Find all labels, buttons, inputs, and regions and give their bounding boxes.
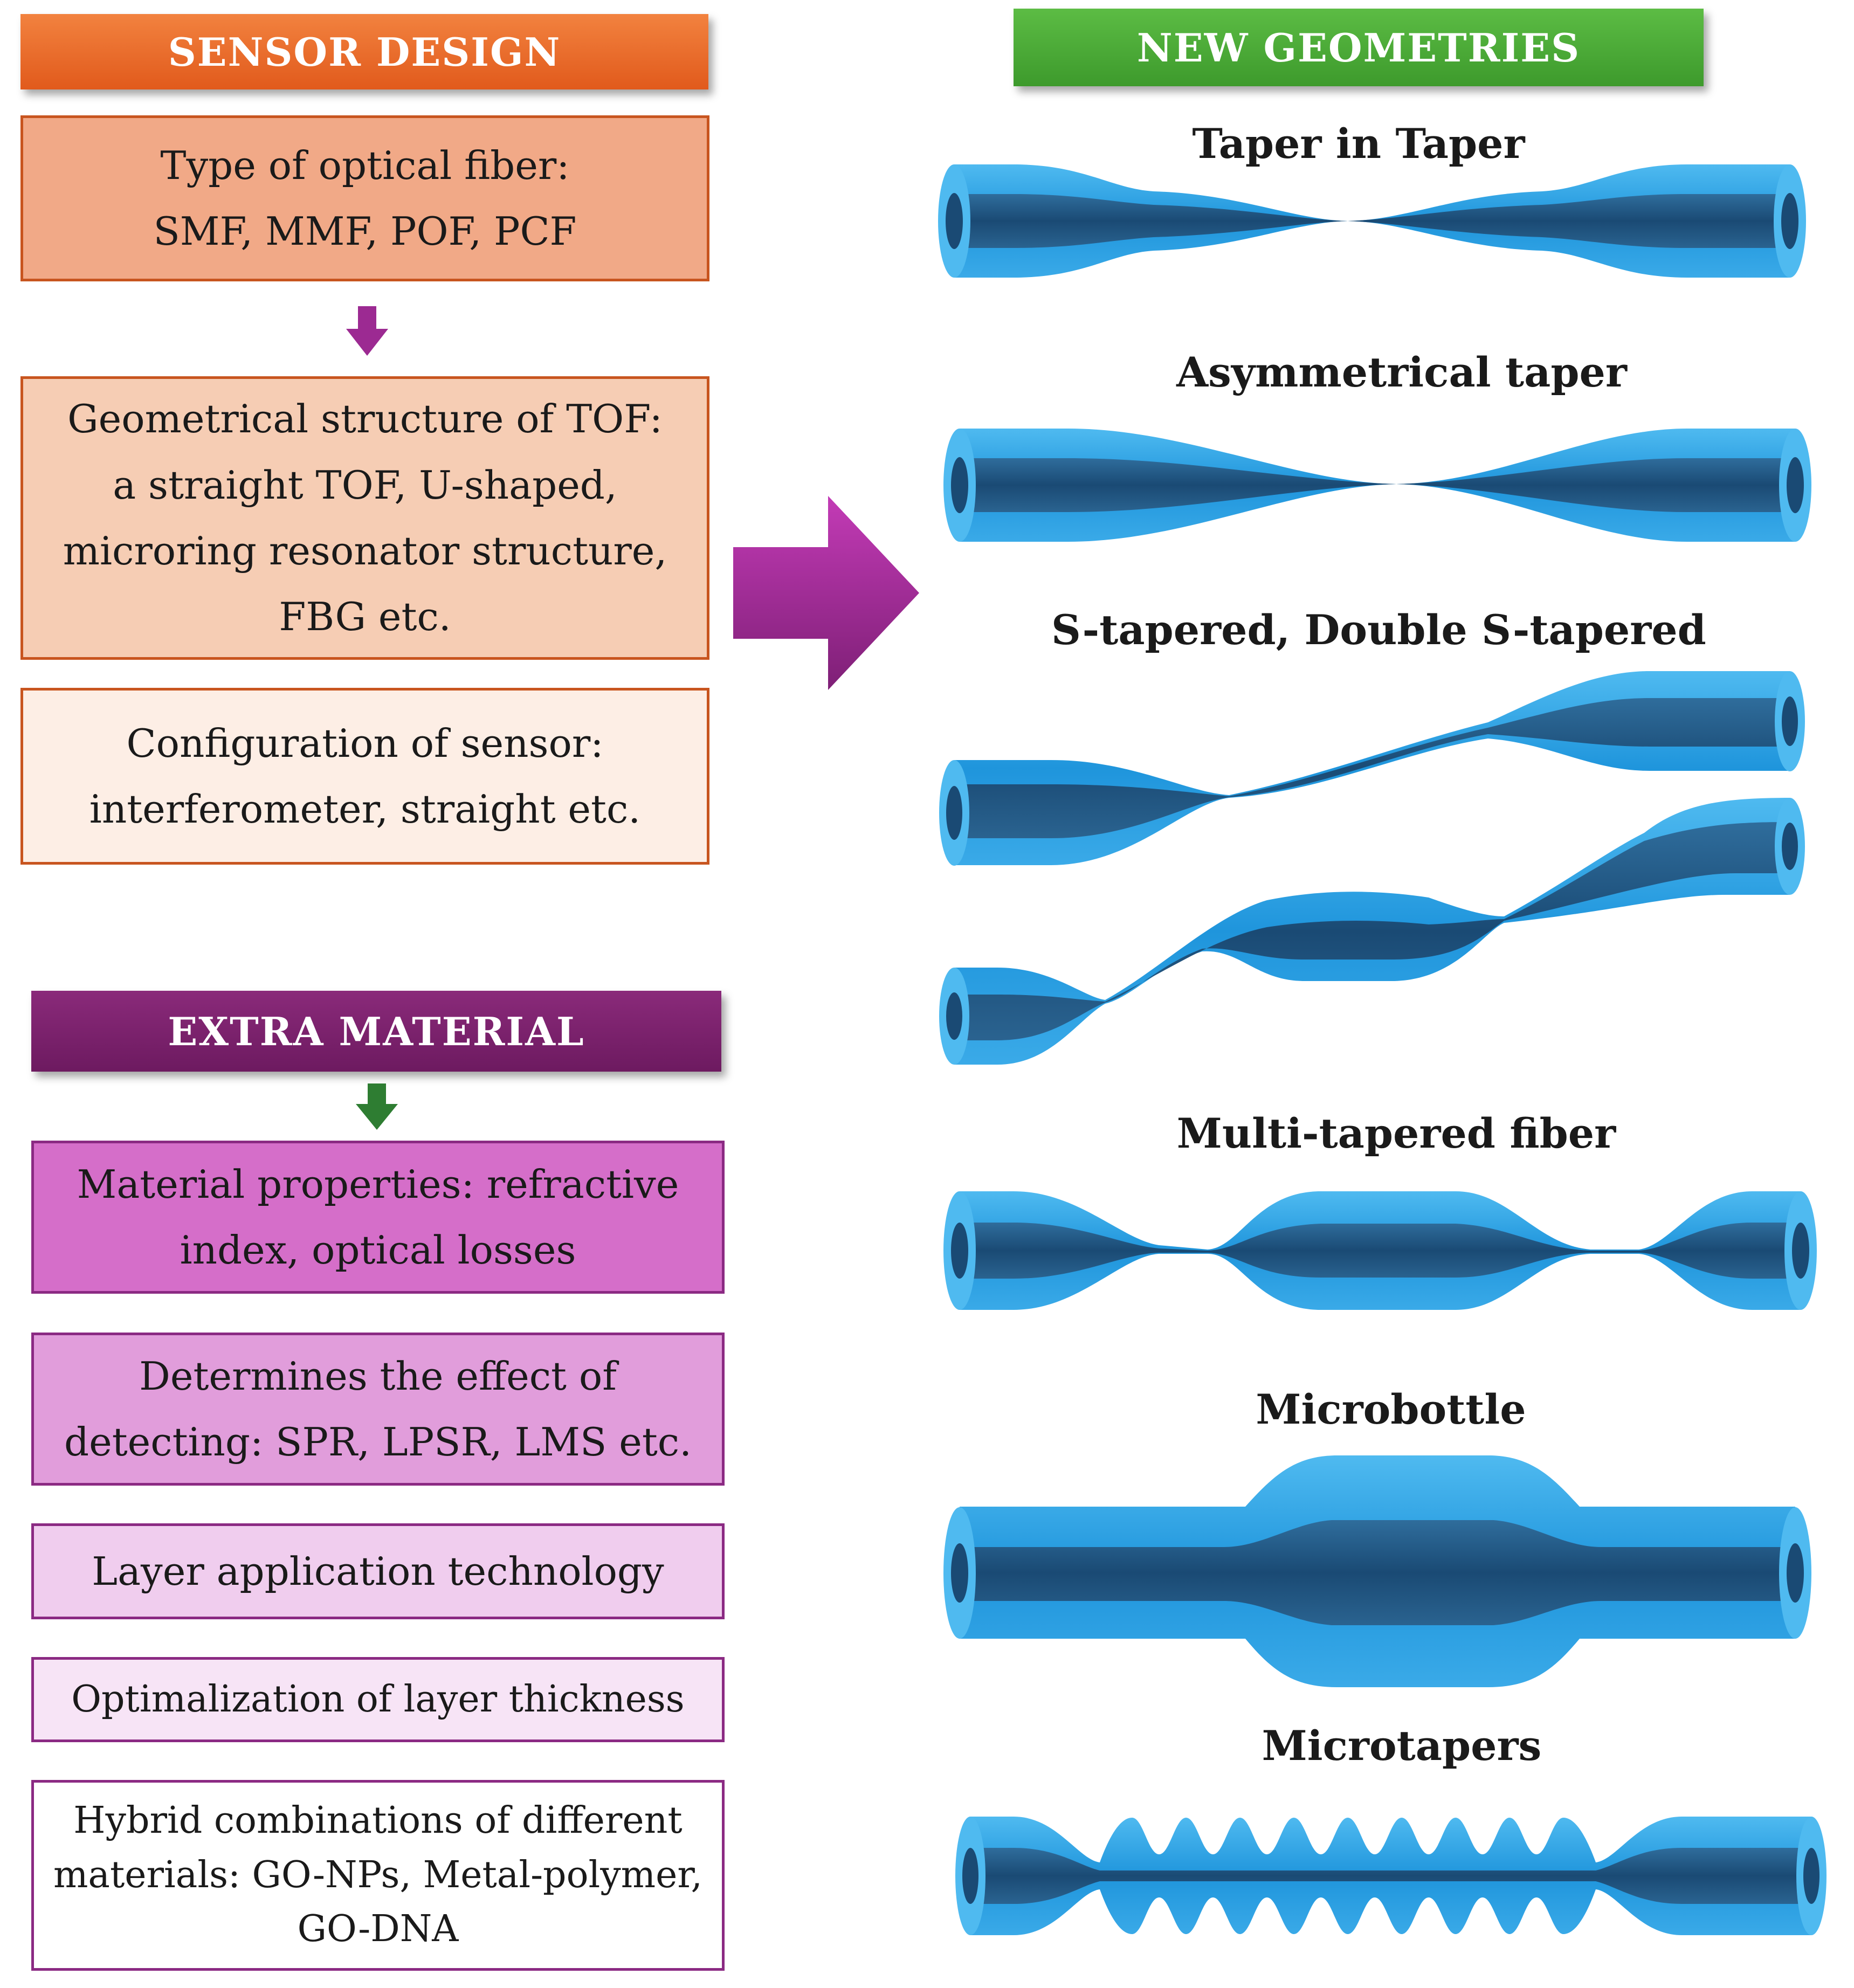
- geometry-line-1: Geometrical structure of TOF:: [67, 396, 663, 442]
- new-geometries-header: NEW GEOMETRIES: [1014, 9, 1704, 86]
- microbottle-title: Microbottle: [1256, 1385, 1526, 1433]
- fiber-type-line-2: SMF, MMF, POF, PCF: [153, 209, 577, 254]
- material-properties-box: Material properties: refractive index, o…: [31, 1141, 725, 1294]
- sensor-config-box: Configuration of sensor: interferometer,…: [20, 688, 709, 865]
- config-line-1: Configuration of sensor:: [126, 720, 604, 766]
- config-line-2: interferometer, straight etc.: [89, 786, 641, 832]
- detection-line-2: detecting: SPR, LPSR, LMS etc.: [64, 1419, 692, 1465]
- taper-in-taper-fiber: [938, 164, 1806, 278]
- microtapers-fiber: [955, 1817, 1827, 1935]
- layer-application-box: Layer application technology: [31, 1523, 725, 1619]
- fiber-type-box: Type of optical fiber: SMF, MMF, POF, PC…: [20, 115, 709, 281]
- material-line-1: Material properties: refractive: [77, 1161, 679, 1207]
- fiber-type-line-1: Type of optical fiber:: [160, 142, 570, 188]
- geometry-line-4: FBG etc.: [279, 594, 451, 640]
- detection-effect-box: Determines the effect of detecting: SPR,…: [31, 1333, 725, 1486]
- down-arrow-icon: [356, 1083, 398, 1130]
- hybrid-line-1: Hybrid combinations of different: [73, 1799, 683, 1842]
- geometry-line-2: a straight TOF, U-shaped,: [113, 462, 617, 508]
- layer-thickness-line: Optimalization of layer thickness: [71, 1678, 685, 1721]
- layer-application-line: Layer application technology: [92, 1548, 664, 1594]
- detection-line-1: Determines the effect of: [139, 1353, 617, 1399]
- sensor-design-header: SENSOR DESIGN: [20, 14, 708, 89]
- right-arrow-icon: [733, 496, 919, 690]
- s-tapered-title: S-tapered, Double S-tapered: [1051, 606, 1706, 654]
- microtapers-title: Microtapers: [1262, 1722, 1542, 1770]
- material-line-2: index, optical losses: [180, 1227, 576, 1273]
- down-arrow-icon: [346, 306, 388, 356]
- taper-in-taper-title: Taper in Taper: [1192, 120, 1525, 168]
- hybrid-line-3: GO-DNA: [297, 1908, 459, 1951]
- extra-material-header: EXTRA MATERIAL: [31, 991, 721, 1072]
- geometry-structure-box: Geometrical structure of TOF: a straight…: [20, 376, 709, 660]
- microbottle-fiber: [943, 1455, 1811, 1687]
- asymmetrical-taper-title: Asymmetrical taper: [1176, 348, 1627, 396]
- hybrid-combinations-box: Hybrid combinations of different materia…: [31, 1780, 725, 1971]
- geometry-line-3: microring resonator structure,: [63, 528, 667, 574]
- s-tapered-fiber: [939, 671, 1805, 866]
- layer-thickness-box: Optimalization of layer thickness: [31, 1657, 725, 1742]
- asymmetrical-taper-fiber: [943, 429, 1811, 542]
- multi-tapered-fiber: [943, 1191, 1817, 1310]
- hybrid-line-2: materials: GO-NPs, Metal-polymer,: [53, 1853, 703, 1896]
- double-s-tapered-fiber: [939, 798, 1805, 1065]
- multi-tapered-title: Multi-tapered fiber: [1176, 1109, 1616, 1157]
